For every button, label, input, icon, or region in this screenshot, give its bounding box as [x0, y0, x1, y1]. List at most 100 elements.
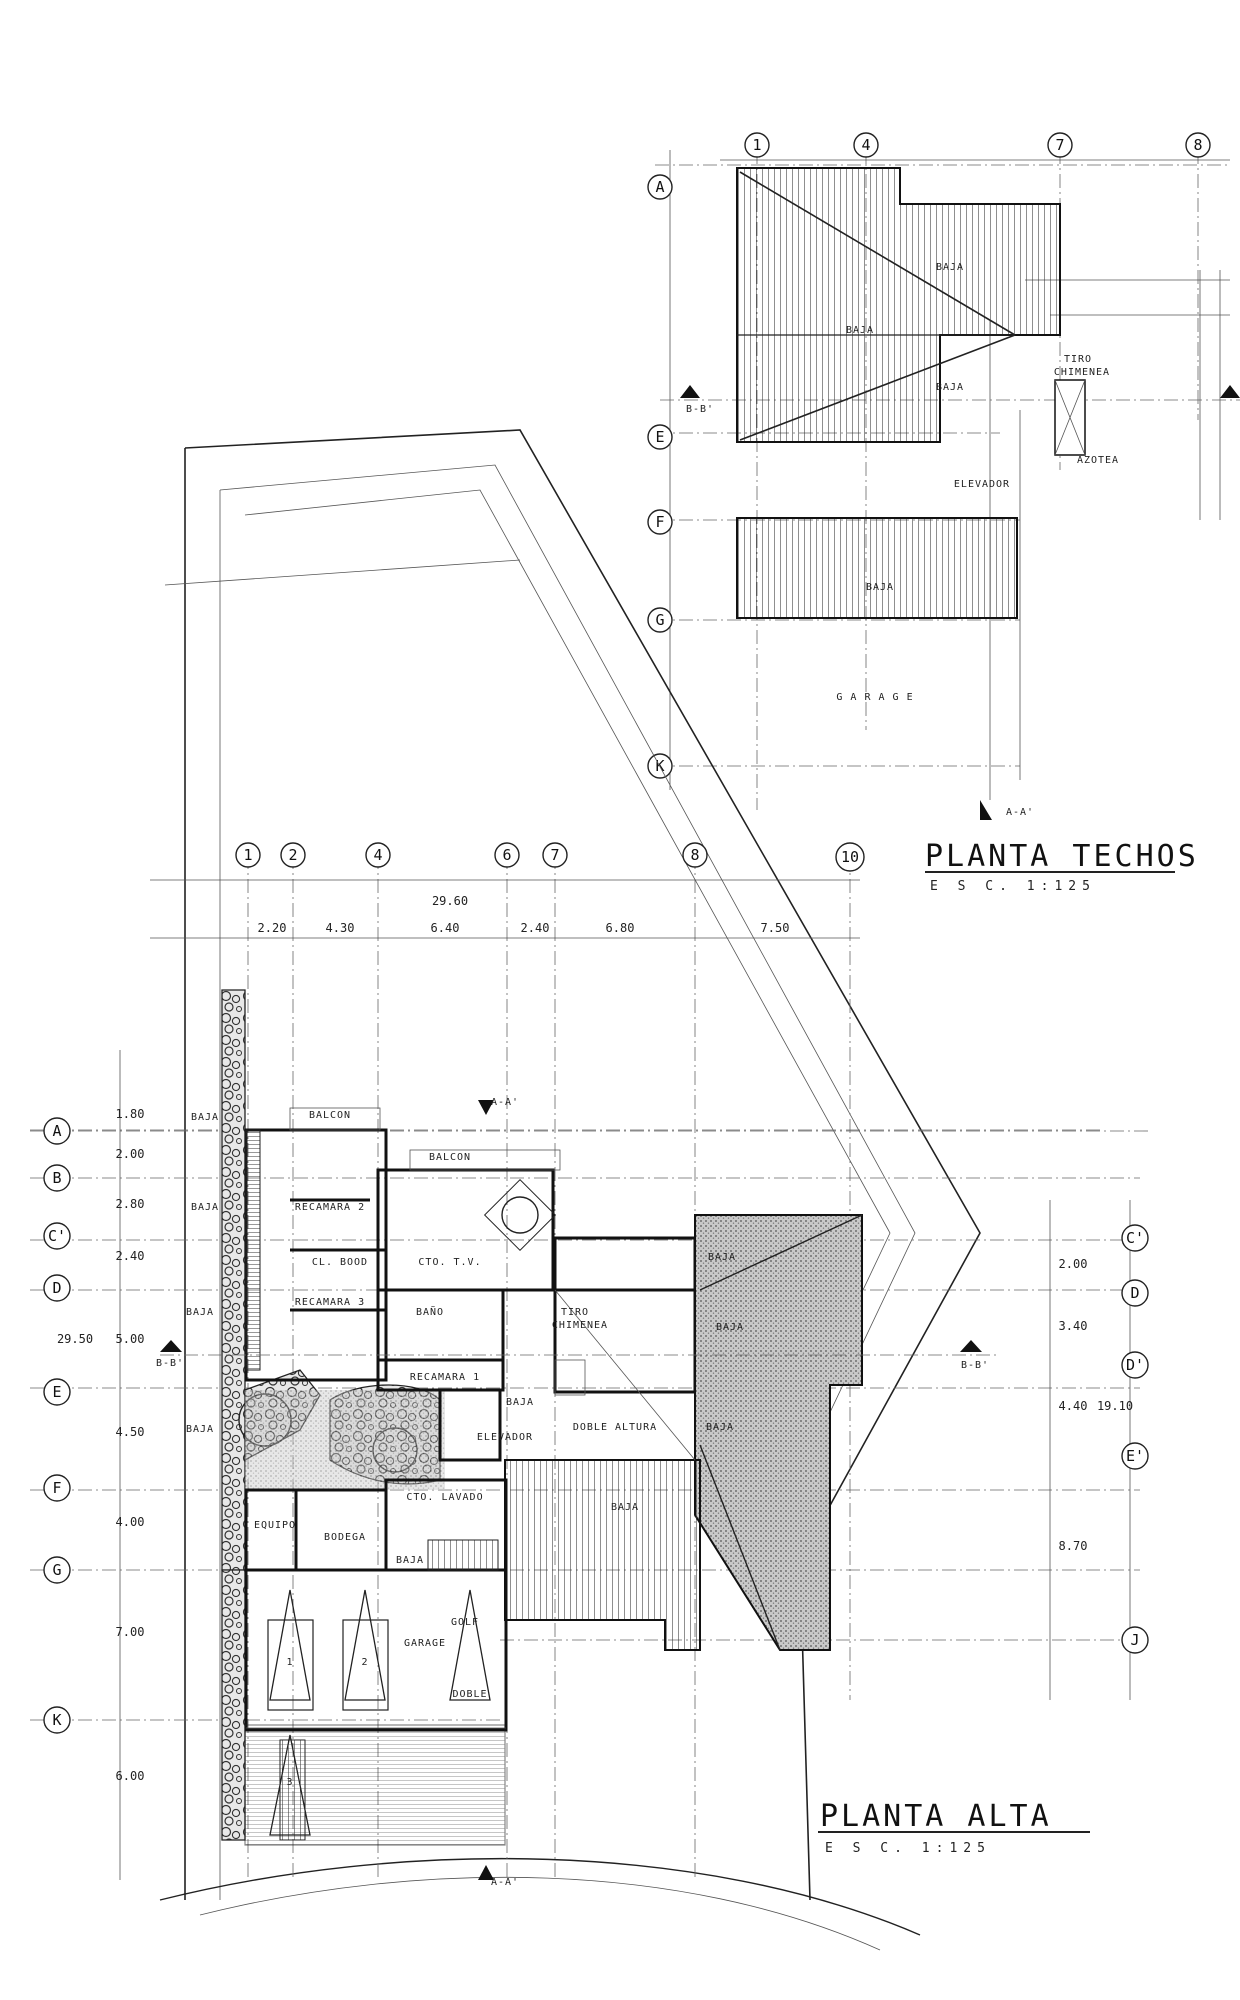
- label-baja-5: BAJA: [506, 1397, 534, 1408]
- right-dim-2: 3.40: [1059, 1319, 1088, 1333]
- label-baja-9: BAJA: [706, 1422, 734, 1433]
- left-dim-6: 4.50: [116, 1425, 145, 1439]
- room-balcon-1: BALCON: [309, 1110, 351, 1121]
- label-baja-3: BAJA: [186, 1307, 214, 1318]
- left-axis-D-label: D: [52, 1279, 61, 1297]
- left-dim-4: 2.40: [116, 1249, 145, 1263]
- left-axis-E-label: E: [52, 1383, 61, 1401]
- upper-row-axes-right: C' D D' E' J: [1121, 1224, 1149, 1654]
- label-car-3: 3: [286, 1777, 293, 1788]
- roof-plan-title: PLANTA TECHOS: [925, 839, 1199, 874]
- left-axis-F-label: F: [52, 1479, 61, 1497]
- upper-axis-10: [835, 842, 865, 872]
- label-car-2: 2: [361, 1657, 368, 1668]
- label-baja-4: BAJA: [186, 1424, 214, 1435]
- roof-label-garage: G A R A G E: [836, 692, 913, 703]
- roof-label-baja-3: BAJA: [936, 382, 964, 393]
- roof-axis-8-label: 8: [1193, 136, 1202, 154]
- upper-axis-10-label: 10: [841, 848, 859, 866]
- room-doble-altura: DOBLE ALTURA: [573, 1422, 657, 1433]
- left-dim-3: 2.80: [116, 1197, 145, 1211]
- upper-plan-scale: E S C. 1:125: [825, 1841, 991, 1856]
- room-balcon-2: BALCON: [429, 1152, 471, 1163]
- label-baja-1: BAJA: [191, 1112, 219, 1123]
- roof-chimney: [1054, 379, 1086, 456]
- upper-axis-8-label: 8: [690, 846, 699, 864]
- upper-axis-1: [235, 842, 261, 868]
- left-axis-C-label: C': [48, 1227, 66, 1245]
- label-car-1: 1: [286, 1657, 293, 1668]
- roof-plan: A E F G K 1 4 7 8 BAJA BAJA BAJA BAJA TI…: [647, 132, 1240, 894]
- top-dim-5: 6.80: [606, 921, 635, 935]
- upper-axis-2: [280, 842, 306, 868]
- left-dim-total: 29.50: [57, 1332, 93, 1346]
- roof-axis-7: [1047, 132, 1073, 158]
- upper-section-bb-right-label: B-B': [961, 1360, 989, 1371]
- roof-axis-A: [647, 174, 673, 200]
- right-axis-E-prime: [1121, 1442, 1149, 1470]
- room-recamara-3: RECAMARA 3: [295, 1297, 365, 1308]
- upper-section-bb: B-B' B-B': [156, 1340, 1000, 1371]
- roof-section-bb-label: B-B': [686, 404, 714, 415]
- right-axis-D-prime: [1121, 1351, 1149, 1379]
- top-dim-4: 2.40: [521, 921, 550, 935]
- left-axis-D: [43, 1274, 71, 1302]
- top-dim-6: 7.50: [761, 921, 790, 935]
- roof-axis-4-label: 4: [861, 136, 870, 154]
- left-dim-8: 7.00: [116, 1625, 145, 1639]
- room-doble: DOBLE: [452, 1689, 487, 1700]
- right-dim-4: 8.70: [1059, 1539, 1088, 1553]
- left-axis-K: [43, 1706, 71, 1734]
- roof-axis-E-label: E: [655, 428, 664, 446]
- label-baja-6: BAJA: [396, 1555, 424, 1566]
- dining-table: [483, 1178, 557, 1252]
- right-dim-total: 19.10: [1097, 1399, 1133, 1413]
- left-axis-G: [43, 1556, 71, 1584]
- roof-plan-scale: E S C. 1:125: [930, 879, 1096, 894]
- left-axis-A-label: A: [52, 1122, 61, 1140]
- roof-label-elevador: ELEVADOR: [954, 479, 1010, 490]
- roof-slab-north: [736, 167, 1061, 443]
- room-golf: GOLF: [451, 1617, 479, 1628]
- upper-section-bb-left-label: B-B': [156, 1358, 184, 1369]
- left-axis-E: [43, 1378, 71, 1406]
- left-dim-7: 4.00: [116, 1515, 145, 1529]
- room-equipo: EQUIPO: [254, 1520, 296, 1531]
- upper-row-axes-left: A B C' D E F G K: [43, 1117, 71, 1734]
- left-dim-9: 6.00: [116, 1769, 145, 1783]
- label-baja-2: BAJA: [191, 1202, 219, 1213]
- left-dim-2: 2.00: [116, 1147, 145, 1161]
- roof-label-baja-4: BAJA: [866, 582, 894, 593]
- upper-axis-2-label: 2: [288, 846, 297, 864]
- right-axis-J: [1121, 1626, 1149, 1654]
- upper-section-aa: A-A' A-A': [478, 1097, 519, 1888]
- roof-axis-7-label: 7: [1055, 136, 1064, 154]
- top-dim-1: 2.20: [258, 921, 287, 935]
- room-bodega: BODEGA: [324, 1532, 366, 1543]
- upper-top-dimensions: 29.60 2.20 4.30 6.40 2.40 6.80 7.50: [258, 894, 790, 935]
- roof-col-axes: 1 4 7 8: [744, 132, 1211, 158]
- room-garage: GARAGE: [404, 1638, 446, 1649]
- room-cto-tv: CTO. T.V.: [418, 1257, 481, 1268]
- left-axis-B: [43, 1164, 71, 1192]
- left-axis-C: [43, 1222, 71, 1250]
- room-bano: BAÑO: [416, 1305, 444, 1318]
- upper-axis-1-label: 1: [243, 846, 252, 864]
- label-baja-8: BAJA: [716, 1322, 744, 1333]
- upper-axis-4: [365, 842, 391, 868]
- roof-axis-8: [1185, 132, 1211, 158]
- right-axis-D-prime-label: D': [1126, 1356, 1144, 1374]
- upper-axis-7: [542, 842, 568, 868]
- right-dim-1: 2.00: [1059, 1257, 1088, 1271]
- upper-col-axes: 1 2 4 6 7 8 10: [235, 842, 865, 872]
- upper-axis-6: [494, 842, 520, 868]
- upper-section-aa-bottom-label: A-A': [491, 1877, 519, 1888]
- right-axis-D-label: D: [1130, 1284, 1139, 1302]
- left-dim-5: 5.00: [116, 1332, 145, 1346]
- roof-axis-G: [647, 607, 673, 633]
- roof-row-axes: A E F G K: [647, 174, 673, 779]
- room-tiro: TIRO: [561, 1307, 589, 1318]
- top-dim-total: 29.60: [432, 894, 468, 908]
- label-baja-7: BAJA: [708, 1252, 736, 1263]
